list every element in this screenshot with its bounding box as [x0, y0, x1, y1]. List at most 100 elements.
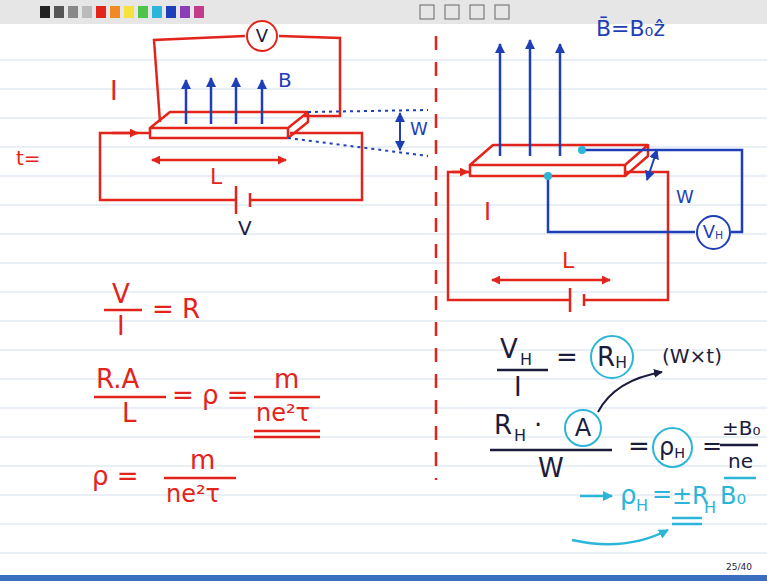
color-swatch — [138, 6, 148, 18]
current-arrow — [452, 171, 468, 174]
formula-term: = — [702, 434, 722, 458]
formula-term: ne²τ — [166, 482, 220, 506]
node-text: V — [256, 27, 268, 45]
fraction-bar — [254, 396, 320, 399]
battery-plate — [249, 193, 252, 207]
underline — [254, 430, 320, 433]
field-arrow — [559, 44, 562, 156]
dimension-label: W — [676, 188, 694, 206]
formula-subscript: H — [704, 500, 716, 516]
field-arrow — [185, 80, 188, 124]
ruled-line — [0, 118, 767, 119]
color-swatch — [82, 6, 92, 18]
slab-front — [150, 128, 288, 138]
wire — [548, 176, 695, 232]
node-text: ρ — [659, 435, 674, 459]
ruled-line — [0, 524, 767, 525]
field-label: B̄=B₀ẑ — [596, 18, 665, 40]
fraction-bar — [164, 477, 236, 480]
dimension-label: L — [210, 166, 222, 188]
slab-top — [150, 112, 308, 128]
current-label: I — [484, 200, 491, 224]
ruled-line — [0, 263, 767, 264]
color-swatch — [124, 6, 134, 18]
formula-term: = — [652, 482, 672, 506]
voltage-label: V — [238, 218, 252, 238]
formula-term: ne — [728, 451, 753, 471]
battery-plate — [235, 186, 238, 214]
footer-bar — [0, 575, 767, 581]
tool-icon — [495, 5, 509, 19]
width-arrow — [399, 113, 401, 150]
formula-term: R — [494, 412, 512, 438]
current-circuit — [448, 172, 668, 312]
formula-term: ±B₀ — [722, 418, 761, 438]
extension-line — [288, 138, 428, 156]
color-swatch — [110, 6, 120, 18]
field-arrow — [529, 40, 532, 156]
thickness-label: t= — [16, 148, 41, 168]
formula-term: B₀ — [720, 484, 746, 508]
left-formulas — [94, 310, 320, 478]
formula-term: ρ — [620, 482, 637, 508]
ruled-line — [0, 60, 767, 61]
pointer-arrow — [572, 530, 668, 544]
formula-term: L — [122, 400, 137, 426]
wire — [279, 36, 340, 116]
formula-term: = — [556, 344, 578, 370]
ruled-line — [0, 408, 767, 409]
formula-term: · — [534, 412, 542, 438]
current-arrow — [112, 132, 138, 135]
underline — [254, 436, 320, 439]
circled-term: RH — [590, 335, 634, 379]
sample-slab — [150, 112, 308, 138]
contact-dot — [544, 172, 552, 180]
circled-term: A — [564, 409, 602, 447]
tool-icon — [445, 5, 459, 19]
formula-term: ne²τ — [256, 401, 310, 425]
underline — [672, 517, 702, 520]
formula-term: W — [538, 455, 564, 481]
battery-plate — [583, 294, 586, 306]
ruled-line — [0, 176, 767, 177]
color-swatch — [180, 6, 190, 18]
node-text: R — [597, 344, 615, 370]
ruled-line — [0, 495, 767, 496]
tool-icon — [420, 5, 434, 19]
color-swatch — [166, 6, 176, 18]
ruled-line — [0, 437, 767, 438]
field-label: B — [278, 70, 292, 90]
width-dimension — [288, 110, 428, 156]
formula-term: ±R — [672, 484, 709, 508]
ruled-line — [0, 350, 767, 351]
formula-term: V — [112, 281, 130, 307]
field-arrow — [210, 78, 213, 124]
current-circuit — [100, 133, 362, 214]
fraction-bar — [720, 444, 758, 447]
color-swatch — [54, 6, 64, 18]
tool-icon — [470, 5, 484, 19]
field-arrow — [235, 78, 238, 124]
underline — [724, 477, 756, 480]
ruled-line — [0, 147, 767, 148]
node-text: A — [575, 416, 591, 440]
underline — [672, 523, 702, 526]
color-swatch — [68, 6, 78, 18]
magnetic-field — [186, 78, 262, 124]
color-swatch — [194, 6, 204, 18]
ruled-line — [0, 234, 767, 235]
formula-subscript: H — [514, 428, 526, 444]
extension-line — [308, 110, 428, 112]
magnetic-field — [500, 40, 560, 156]
color-swatch — [96, 6, 106, 18]
fraction-bar — [94, 396, 166, 399]
length-arrow — [492, 279, 610, 282]
formula-term: I — [514, 374, 522, 400]
length-arrow — [152, 159, 286, 162]
battery-plate — [569, 288, 572, 312]
voltmeter-symbol: VH — [696, 215, 731, 250]
formula-subscript: H — [520, 352, 532, 368]
divider-line — [435, 36, 438, 480]
color-swatch — [40, 6, 50, 18]
